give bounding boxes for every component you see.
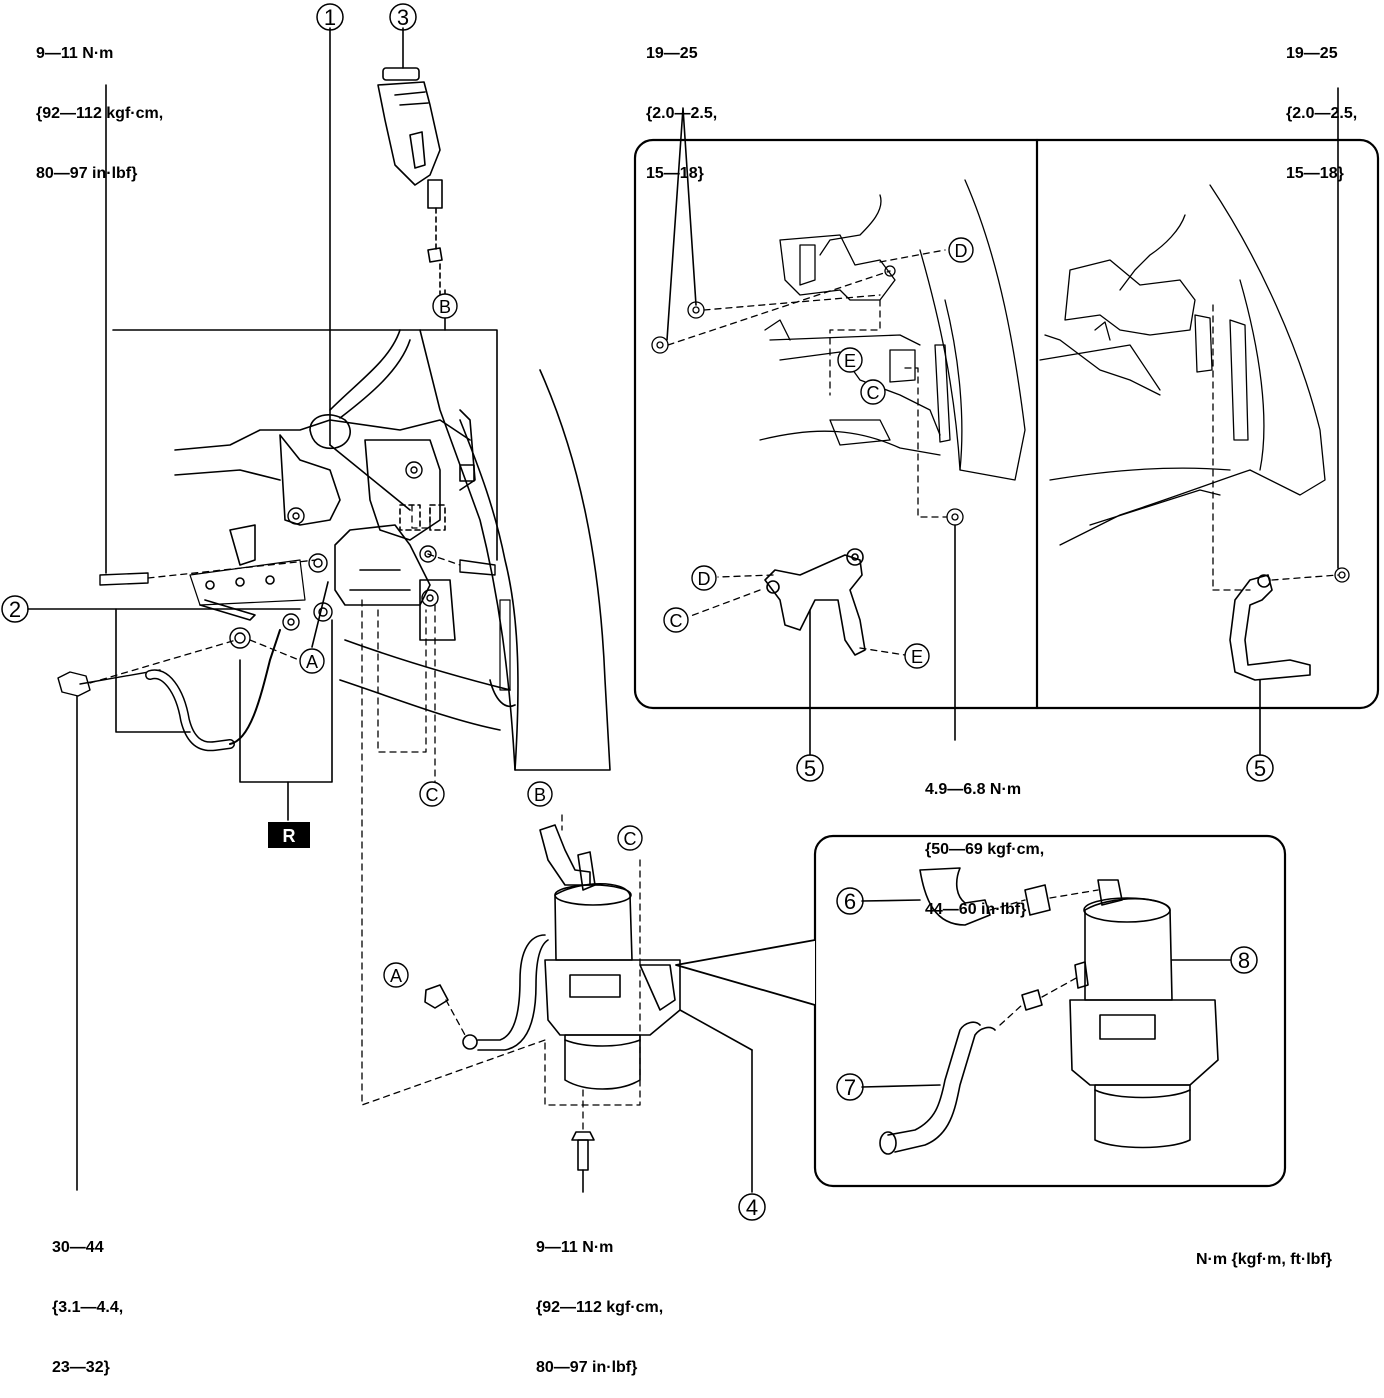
torque-spec-5-line2: {3.1—4.4, [52, 1299, 124, 1316]
svg-text:C: C [624, 829, 637, 849]
torque-spec-6-line3: 80—97 in·lbf} [536, 1359, 638, 1376]
svg-text:7: 7 [844, 1075, 856, 1100]
units-label: N·m {kgf·m, ft·lbf} [1196, 1251, 1332, 1268]
svg-text:E: E [844, 351, 856, 371]
torque-spec-2-line1: 19—25 [646, 45, 698, 62]
letter-c-inset1: C [860, 379, 886, 405]
torque-spec-3: 19—25 {2.0—2.5, 15—18} [1286, 4, 1357, 204]
svg-text:D: D [955, 241, 968, 261]
pump-detail-parts [879, 867, 1219, 1155]
svg-text:A: A [390, 966, 402, 986]
torque-spec-4: 4.9—6.8 N·m {50—69 kgf·cm, 44—60 in·lbf} [925, 740, 1044, 940]
letter-e-inset1: E [837, 347, 863, 373]
callout-2: 2 [1, 595, 29, 623]
callout-5-inset2: 5 [1246, 754, 1274, 782]
callout-8: 8 [1230, 946, 1258, 974]
callout-7: 7 [836, 1073, 864, 1101]
svg-text:C: C [867, 383, 880, 403]
svg-text:C: C [670, 611, 683, 631]
callout-6: 6 [836, 887, 864, 915]
torque-spec-6: 9—11 N·m {92—112 kgf·cm, 80—97 in·lbf} [536, 1198, 663, 1398]
torque-spec-6-line1: 9—11 N·m [536, 1239, 614, 1256]
exploded-diagram: 1 3 2 5 5 6 7 8 4 B A C D E C D C E B C … [1, 3, 1380, 1221]
bracket-part-5-inset1 [764, 548, 866, 656]
callout-4: 4 [738, 1193, 766, 1221]
torque-spec-2: 19—25 {2.0—2.5, 15—18} [646, 4, 717, 204]
svg-text:5: 5 [804, 756, 816, 781]
pump-assembly-part-4 [424, 824, 681, 1171]
main-view-fasteners [57, 461, 496, 697]
letter-e-bracket: E [904, 643, 930, 669]
inset-panel-pump [813, 834, 1287, 1188]
svg-text:B: B [534, 785, 546, 805]
inset-panel-bracket [633, 138, 1380, 710]
svg-text:1: 1 [324, 5, 336, 30]
torque-spec-1-line2: {92—112 kgf·cm, [36, 105, 164, 122]
svg-text:E: E [911, 647, 923, 667]
callout-1: 1 [316, 3, 344, 31]
svg-text:8: 8 [1238, 948, 1250, 973]
letter-c-bracket: C [663, 607, 689, 633]
svg-text:D: D [698, 569, 711, 589]
letter-b-pump: B [527, 781, 553, 807]
svg-text:R: R [283, 826, 296, 846]
torque-spec-3-line1: 19—25 [1286, 45, 1338, 62]
inset-2-body [1039, 184, 1350, 583]
svg-text:4: 4 [746, 1195, 758, 1220]
svg-text:5: 5 [1254, 756, 1266, 781]
svg-text:C: C [426, 785, 439, 805]
svg-text:B: B [439, 297, 451, 317]
torque-spec-6-line2: {92—112 kgf·cm, [536, 1299, 664, 1316]
torque-spec-1-line3: 80—97 in·lbf} [36, 165, 138, 182]
vehicle-body-main [174, 329, 611, 771]
bracket-part-5-inset2 [1229, 574, 1311, 681]
svg-text:2: 2 [9, 597, 21, 622]
torque-spec-1: 9—11 N·m {92—112 kgf·cm, 80—97 in·lbf} [36, 4, 163, 204]
letter-d-inset1: D [948, 237, 974, 263]
letter-d-bracket: D [691, 565, 717, 591]
torque-spec-1-line1: 9—11 N·m [36, 45, 114, 62]
torque-spec-3-line3: 15—18} [1286, 165, 1344, 182]
letter-c-main: C [419, 781, 445, 807]
callout-3: 3 [389, 3, 417, 31]
letter-b-top: B [432, 293, 458, 319]
torque-spec-4-line2: {50—69 kgf·cm, [925, 841, 1045, 858]
reservoir-part-3 [377, 67, 443, 295]
svg-text:A: A [306, 652, 318, 672]
torque-spec-4-line3: 44—60 in·lbf} [925, 901, 1027, 918]
torque-spec-2-line2: {2.0—2.5, [646, 105, 718, 122]
inset-1-body [651, 179, 1026, 526]
torque-spec-4-line1: 4.9—6.8 N·m [925, 781, 1022, 798]
callout-5-inset1: 5 [796, 754, 824, 782]
torque-spec-5-line1: 30—44 [52, 1239, 104, 1256]
letter-c-pump: C [617, 825, 643, 851]
letter-a-main: A [299, 648, 325, 674]
letter-a-pump: A [383, 962, 409, 988]
torque-spec-5: 30—44 {3.1—4.4, 23—32} [52, 1198, 123, 1398]
torque-spec-2-line3: 15—18} [646, 165, 704, 182]
torque-spec-3-line2: {2.0—2.5, [1286, 105, 1358, 122]
replace-marker: R [268, 822, 310, 848]
svg-text:6: 6 [844, 889, 856, 914]
torque-spec-5-line3: 23—32} [52, 1359, 110, 1376]
svg-text:3: 3 [397, 5, 409, 30]
